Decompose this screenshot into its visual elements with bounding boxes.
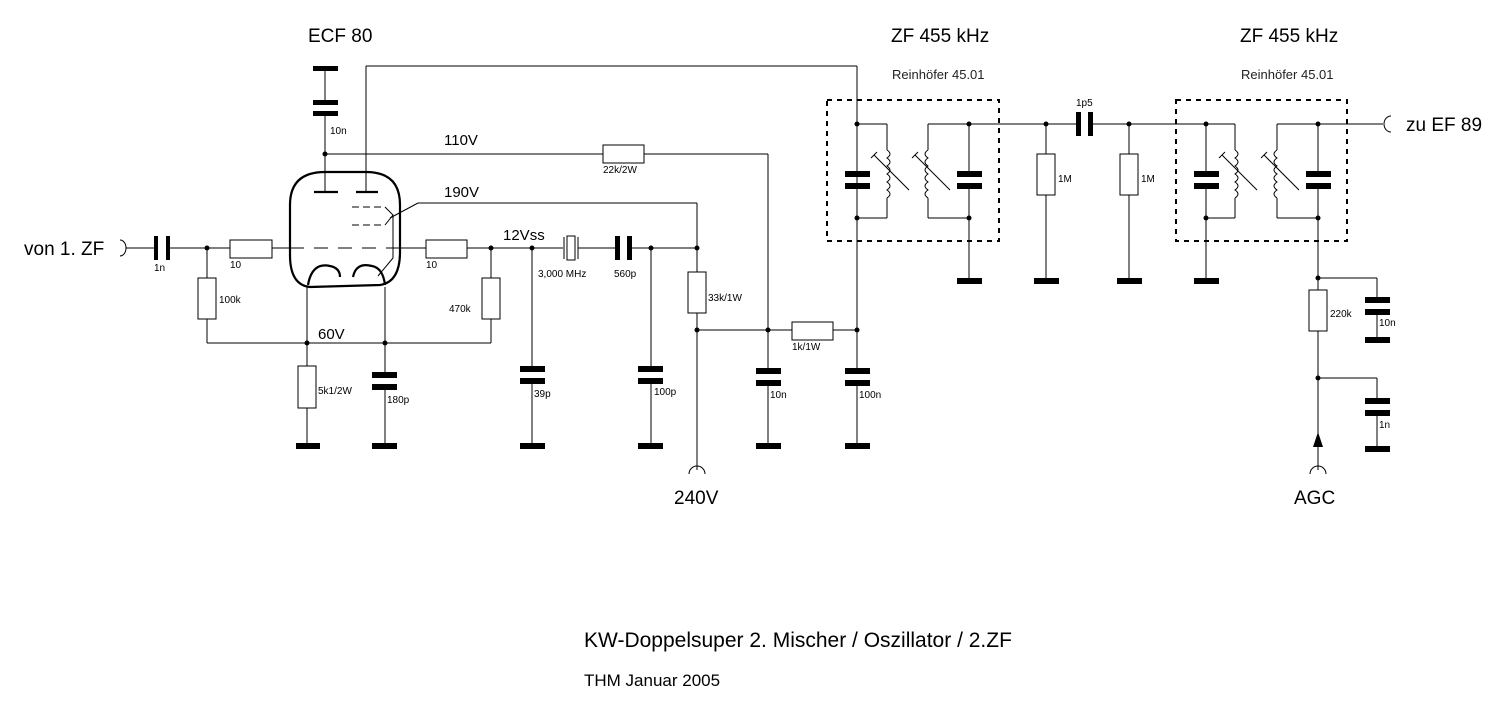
label-c-couple: 1p5 [1076,98,1093,109]
agc-label: AGC [1294,488,1335,509]
label-r-1m-a: 1M [1058,174,1072,185]
ground-symbol [1365,446,1390,452]
if-filter-1-maker: Reinhöfer 45.01 [892,67,985,82]
resistor-grid1 [229,239,273,259]
ground-symbol [1117,278,1142,284]
label-r-cathode: 5k1/2W [318,386,352,397]
supply-connector [688,465,706,475]
resistor-cathode [297,365,317,409]
capacitor-top-10n [313,66,338,173]
label-c-in: 1n [154,263,165,274]
label-r-grid1: 10 [230,260,242,271]
resistor-1k [791,321,834,341]
resistor-grid-leak [197,277,217,320]
capacitor-39p-plate [520,378,545,384]
label-c-39p: 39p [534,389,551,400]
resistor-1m-a [1036,153,1056,196]
ground-symbol [372,443,397,449]
ground-symbol [756,443,781,449]
label-r-33k: 33k/1W [708,293,742,304]
ground-symbol [1365,337,1390,343]
agc-arrow-icon [1313,432,1323,447]
capacitor-39p [520,366,545,372]
tube-label: ECF 80 [308,26,372,47]
resistor-470k [481,277,501,320]
author-date: THM Januar 2005 [584,671,720,690]
voltage-60v: 60V [318,326,345,343]
resistor-grid2 [425,239,468,259]
if-filter-1-title: ZF 455 kHz [891,26,989,47]
ground-symbol [638,443,663,449]
label-c-agc-10n: 10n [1379,318,1396,329]
capacitor-cathode [372,372,397,378]
capacitor-agc-10n-plate [1365,309,1390,315]
capacitor-10n [756,368,781,374]
capacitor-agc-1n-plate [1365,410,1390,416]
voltage-190v: 190V [444,184,479,201]
if-filter-1-shield [826,99,1000,242]
label-c-cathode: 180p [387,395,410,406]
resistor-33k [687,271,707,314]
resistor-22k [602,144,645,164]
label-crystal: 3,000 MHz [538,269,586,280]
if-filter-2 [1194,121,1331,290]
input-connector [119,239,155,257]
label-r-grid2: 10 [426,260,438,271]
label-r-470k: 470k [449,304,472,315]
diagram-title: KW-Doppelsuper 2. Mischer / Oszillator /… [584,629,1012,652]
ground-symbol [845,443,870,449]
if-filter-2-maker: Reinhöfer 45.01 [1241,67,1334,82]
capacitor-1p5-plate [1088,112,1093,136]
label-c-100p: 100p [654,387,677,398]
label-c-top: 10n [330,126,347,137]
supply-label: 240V [674,488,719,509]
label-c-agc-1n: 1n [1379,420,1390,431]
label-r-1m-b: 1M [1141,174,1155,185]
tube-ecf80 [288,170,402,289]
input-label: von 1. ZF [24,239,104,260]
agc-connector [1309,465,1327,475]
capacitor-100p [638,366,663,372]
ground-symbol [520,443,545,449]
voltage-110v: 110V [444,132,478,149]
label-c-560p: 560p [614,269,637,280]
capacitor-input [154,236,230,260]
resistor-1m-b [1119,153,1139,196]
output-label: zu EF 89 [1406,115,1482,136]
capacitor-100n-plate [845,380,870,386]
label-r-22k: 22k/2W [603,165,637,176]
ground-symbol [296,443,320,449]
label-c-100n: 100n [859,390,881,401]
capacitor-agc-10n [1365,297,1390,303]
resistor-220k [1308,289,1328,332]
if-filter-2-title: ZF 455 kHz [1240,26,1338,47]
ground-symbol [1034,278,1059,284]
capacitor-cathode-plate [372,384,397,390]
capacitor-1p5 [1076,112,1081,136]
label-r-220k: 220k [1330,309,1353,320]
capacitor-560p-plate [627,236,632,260]
label-r-1k: 1k/1W [792,342,821,353]
capacitor-10n-plate [756,380,781,386]
output-connector [1383,115,1392,133]
capacitor-100p-plate [638,378,663,384]
label-c-10n: 10n [770,390,787,401]
capacitor-560p [615,236,620,260]
if-filter-1 [845,121,982,284]
capacitor-100n [845,368,870,374]
capacitor-agc-1n [1365,398,1390,404]
voltage-12vss: 12Vss [503,227,545,244]
if-filter-2-shield [1175,99,1348,242]
label-r-grid-leak: 100k [219,295,242,306]
crystal-3mhz [563,235,579,261]
